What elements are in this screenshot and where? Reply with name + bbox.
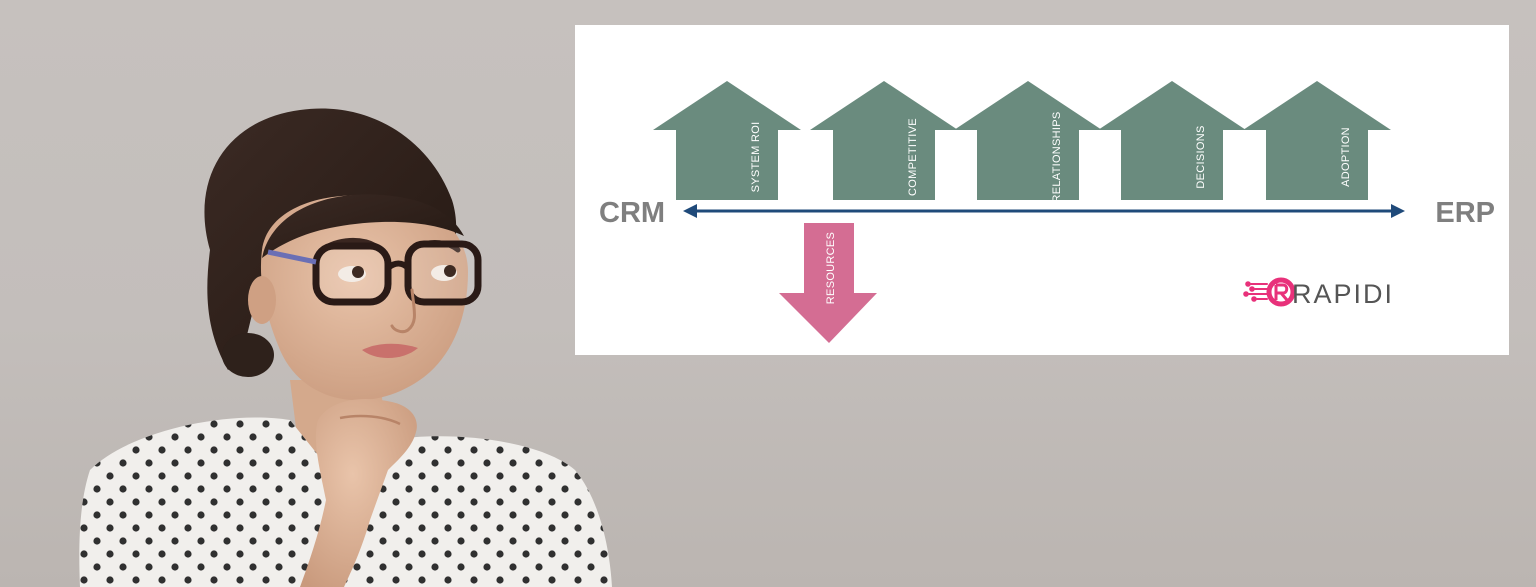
hair [204,108,457,370]
up-arrow-label: ADOPTION [1340,127,1352,187]
crm-label: CRM [599,197,665,229]
hand [300,399,417,587]
rapidi-logo-mark [1243,277,1296,307]
up-arrow-decisions: DECISIONS [1098,81,1246,200]
up-arrow-shape [954,81,1102,200]
down-arrow-label: RESOURCES [825,232,837,304]
diagram-panel: SYSTEM ROI COMPETITIVE RELATIONSHIPS DEC… [575,25,1509,355]
crm-erp-diagram: SYSTEM ROI COMPETITIVE RELATIONSHIPS DEC… [599,81,1495,343]
up-arrow-system-roi: SYSTEM ROI [653,81,801,200]
up-arrow-label: SYSTEM ROI [750,122,762,193]
hair-fringe [262,194,464,258]
up-arrow-shape [810,81,958,200]
lips [362,343,418,359]
down-arrow-resources: RESOURCES [779,223,877,343]
crm-erp-axis [683,204,1405,218]
up-arrow-competitive: COMPETITIVE [810,81,958,200]
up-arrow-shape [653,81,801,200]
up-arrow-adoption: ADOPTION [1243,81,1391,200]
up-arrows: SYSTEM ROI COMPETITIVE RELATIONSHIPS DEC… [653,81,1391,203]
down-arrow-shape [779,223,877,343]
hair-bun [222,333,274,377]
axis-arrowhead-right [1391,204,1405,218]
up-arrow-relationships: RELATIONSHIPS [954,81,1102,203]
up-arrow-shape [1098,81,1246,200]
person-photo [0,0,620,587]
ear [248,276,276,324]
up-arrow-label: DECISIONS [1195,125,1207,188]
person-illustration [79,108,613,587]
up-arrow-label: COMPETITIVE [907,118,919,196]
rapidi-logo: RAPIDI [1243,277,1394,309]
up-arrow-label: RELATIONSHIPS [1051,111,1063,202]
glasses [267,240,482,306]
axis-arrowhead-left [683,204,697,218]
up-arrow-shape [1243,81,1391,200]
erp-label: ERP [1435,197,1495,229]
rapidi-logo-text: RAPIDI [1292,279,1394,309]
